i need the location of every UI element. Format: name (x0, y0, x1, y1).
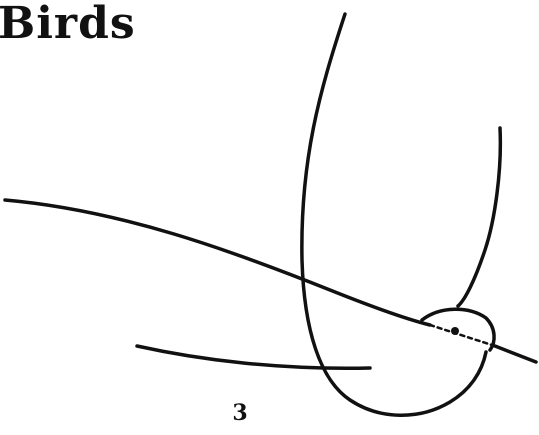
tall-loop-stroke (302, 14, 486, 415)
eye-dot (451, 327, 459, 335)
line-end-stroke (495, 346, 536, 362)
long-diagonal-stroke (5, 200, 430, 325)
right-curve-stroke (458, 128, 500, 306)
bottom-stroke (137, 346, 370, 368)
dotted-line-segment (430, 325, 495, 346)
page-number: 3 (230, 402, 250, 424)
